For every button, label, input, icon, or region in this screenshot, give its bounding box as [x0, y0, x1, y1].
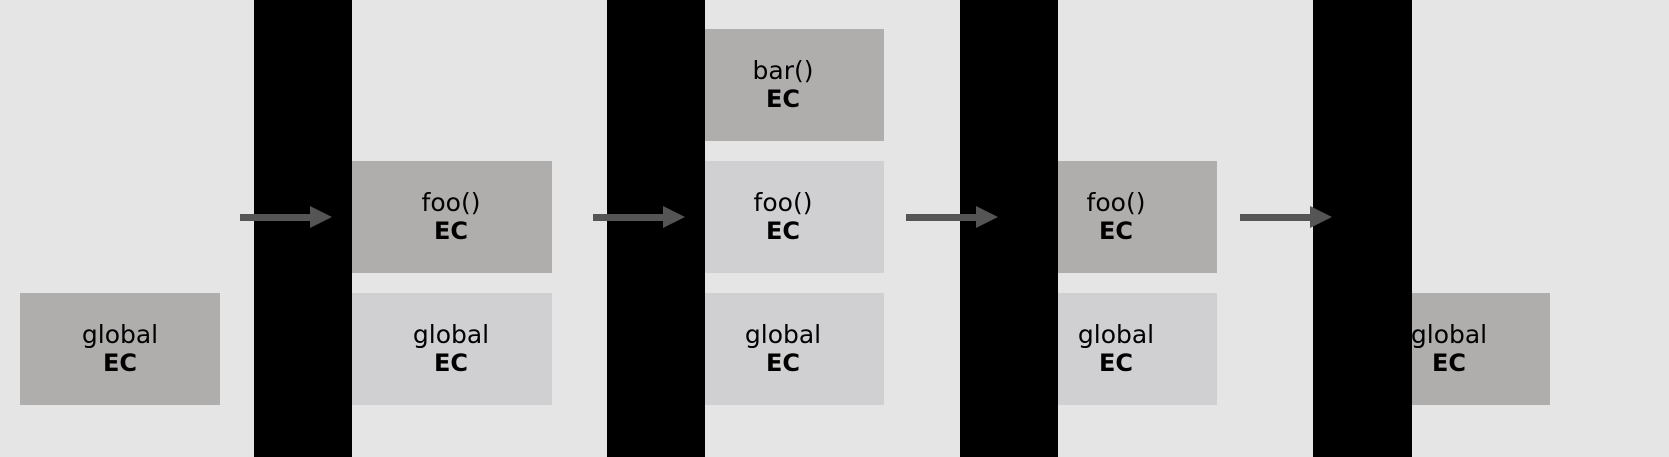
stack-frame-foo: foo()EC: [350, 161, 552, 273]
stack-frame-ec-label: EC: [765, 84, 800, 113]
stack-frame-function-label: bar(): [752, 56, 814, 86]
stack-frame-ec-label: EC: [433, 348, 468, 377]
stack-frame-function-label: foo(): [1086, 188, 1146, 218]
stack-frame-ec-label: EC: [765, 216, 800, 245]
stack-frame-function-label: global: [1077, 320, 1155, 350]
stack-frame-foo: foo()EC: [682, 161, 884, 273]
stack-frame-bar: bar()EC: [682, 29, 884, 141]
stack-frame-ec-label: EC: [102, 348, 137, 377]
stack-frame-function-label: foo(): [753, 188, 813, 218]
separator-band-1: [254, 0, 352, 457]
separator-band-2: [607, 0, 705, 457]
separator-band-4: [1313, 0, 1412, 457]
stack-frame-ec-label: EC: [765, 348, 800, 377]
stack-frame-function-label: global: [744, 320, 822, 350]
stack-frame-function-label: global: [1410, 320, 1488, 350]
separator-band-3: [960, 0, 1058, 457]
stack-frame-function-label: global: [81, 320, 159, 350]
stack-frame-ec-label: EC: [433, 216, 468, 245]
stack-frame-function-label: global: [412, 320, 490, 350]
stack-frame-function-label: foo(): [421, 188, 481, 218]
stack-frame-ec-label: EC: [1098, 216, 1133, 245]
stack-frame-ec-label: EC: [1098, 348, 1133, 377]
stack-frame-ec-label: EC: [1431, 348, 1466, 377]
